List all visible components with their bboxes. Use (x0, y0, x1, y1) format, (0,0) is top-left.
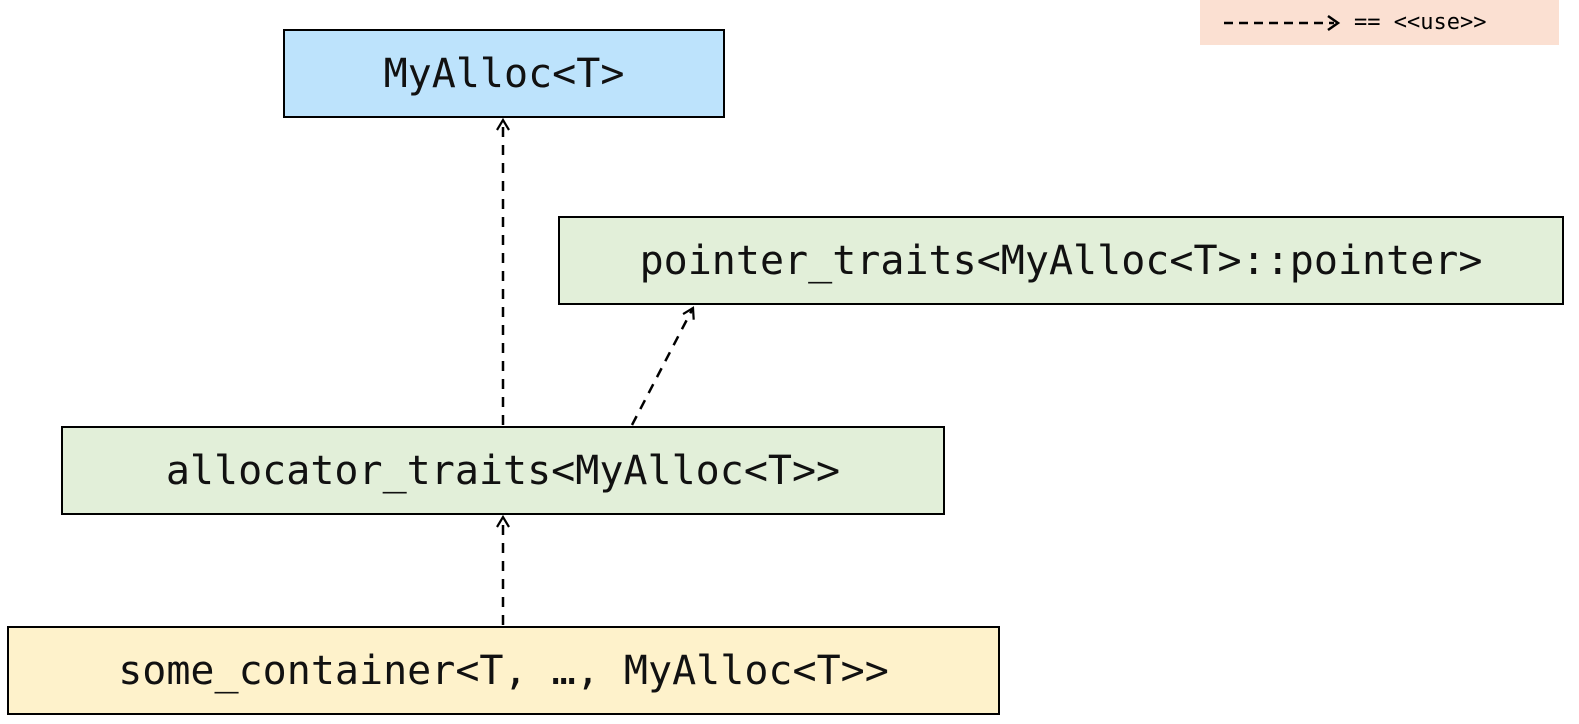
node-some-container: some_container<T, …, MyAlloc<T>> (7, 626, 1000, 715)
node-some-container-label: some_container<T, …, MyAlloc<T>> (118, 647, 889, 694)
edge-allocator-traits-to-pointer-traits (630, 308, 693, 426)
node-myalloc: MyAlloc<T> (283, 29, 725, 118)
node-pointer-traits: pointer_traits<MyAlloc<T>::pointer> (558, 216, 1564, 305)
node-pointer-traits-label: pointer_traits<MyAlloc<T>::pointer> (639, 237, 1483, 284)
legend-text: == <<use>> (1354, 10, 1487, 35)
node-allocator-traits-label: allocator_traits<MyAlloc<T>> (165, 447, 841, 494)
node-allocator-traits: allocator_traits<MyAlloc<T>> (61, 426, 945, 515)
dashed-arrow-icon (1224, 14, 1341, 31)
node-myalloc-label: MyAlloc<T> (383, 50, 625, 97)
legend: == <<use>> (1200, 0, 1559, 45)
